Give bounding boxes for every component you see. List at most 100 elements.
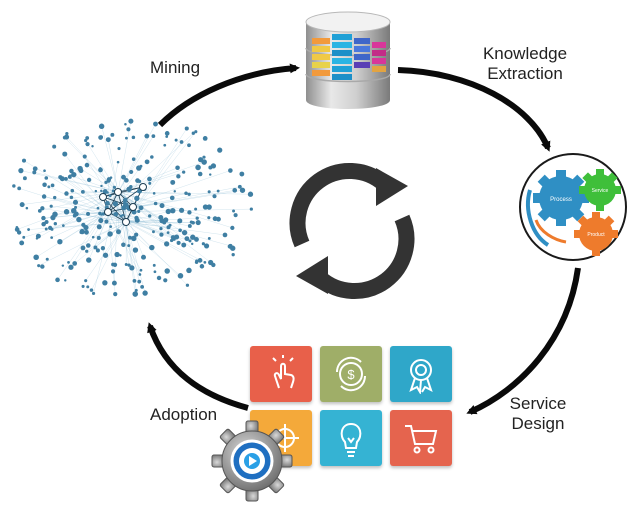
network-node (186, 284, 189, 287)
network-node (99, 124, 104, 129)
network-node (16, 226, 19, 229)
network-node (176, 174, 180, 178)
network-node (125, 137, 128, 140)
network-node (76, 217, 81, 222)
network-node (64, 209, 69, 214)
network-node (84, 139, 87, 142)
network-graph-icon (8, 112, 273, 312)
network-node (109, 194, 112, 197)
network-node (92, 292, 95, 295)
network-node (217, 148, 222, 153)
network-node (223, 233, 228, 238)
network-node (113, 186, 116, 189)
network-node (190, 221, 193, 224)
network-node (123, 198, 128, 203)
network-hub-node (140, 184, 147, 191)
network-node (112, 281, 117, 286)
gear-label-service: Service (592, 188, 609, 194)
network-node (166, 225, 170, 229)
network-node (100, 185, 102, 187)
network-node (145, 159, 150, 164)
network-node (164, 241, 169, 246)
network-node (204, 243, 209, 248)
network-node (185, 126, 189, 130)
network-node (163, 278, 167, 282)
network-node (12, 184, 15, 187)
network-node (133, 279, 137, 283)
network-node (230, 226, 234, 230)
network-node (101, 246, 105, 250)
network-node (240, 188, 245, 193)
network-node (186, 268, 192, 274)
network-node (187, 210, 191, 214)
network-node (17, 230, 21, 234)
network-node (137, 280, 141, 284)
network-node (144, 134, 149, 139)
network-node (179, 208, 184, 213)
network-node (117, 147, 120, 150)
network-node (154, 202, 158, 206)
network-node (107, 231, 113, 237)
network-node (234, 213, 238, 217)
network-hub-node (130, 204, 137, 211)
network-node (50, 236, 53, 239)
network-node (188, 239, 191, 242)
network-node (51, 183, 55, 187)
network-node (175, 165, 180, 170)
network-node (81, 246, 86, 251)
network-node (208, 190, 211, 193)
network-hub-node (115, 189, 122, 196)
network-node (110, 176, 113, 179)
network-node (18, 168, 23, 173)
network-node (140, 269, 143, 272)
network-node (142, 290, 147, 295)
network-node (36, 237, 38, 239)
network-node (80, 229, 85, 234)
network-node (132, 136, 136, 140)
network-node (62, 152, 67, 157)
network-node (117, 161, 120, 164)
network-node (195, 259, 198, 262)
network-node (129, 170, 133, 174)
network-node (163, 217, 168, 222)
network-edge (118, 136, 153, 192)
network-node (198, 258, 203, 263)
gear-label-product: Product (587, 232, 605, 238)
network-node (102, 280, 107, 285)
network-node (139, 273, 142, 276)
network-node (147, 177, 152, 182)
network-node (137, 210, 140, 213)
network-node (98, 218, 103, 223)
network-node (207, 216, 210, 219)
network-node (64, 279, 66, 281)
network-node (109, 225, 112, 228)
network-node (98, 135, 103, 140)
network-node (92, 236, 95, 239)
network-node (95, 190, 97, 192)
network-node (154, 270, 157, 273)
network-hub-node (123, 219, 130, 226)
network-node (239, 172, 244, 177)
network-hub-node (105, 209, 112, 216)
network-node (62, 224, 65, 227)
network-node (250, 207, 253, 210)
network-node (182, 230, 187, 235)
network-node (85, 142, 89, 146)
label-knowledge-extraction-line1: Knowledge (470, 44, 580, 64)
network-node (128, 236, 132, 240)
network-node (198, 157, 203, 162)
network-node (133, 247, 138, 252)
network-node (104, 181, 107, 184)
network-node (152, 230, 155, 233)
network-node (77, 166, 82, 171)
award-badge-icon (390, 346, 452, 402)
network-node (47, 185, 50, 188)
network-node (217, 190, 220, 193)
network-node (187, 193, 190, 196)
network-node (50, 205, 53, 208)
network-node (72, 261, 77, 266)
svg-text:$: $ (347, 367, 355, 382)
network-node (86, 243, 91, 248)
network-node (134, 216, 138, 220)
